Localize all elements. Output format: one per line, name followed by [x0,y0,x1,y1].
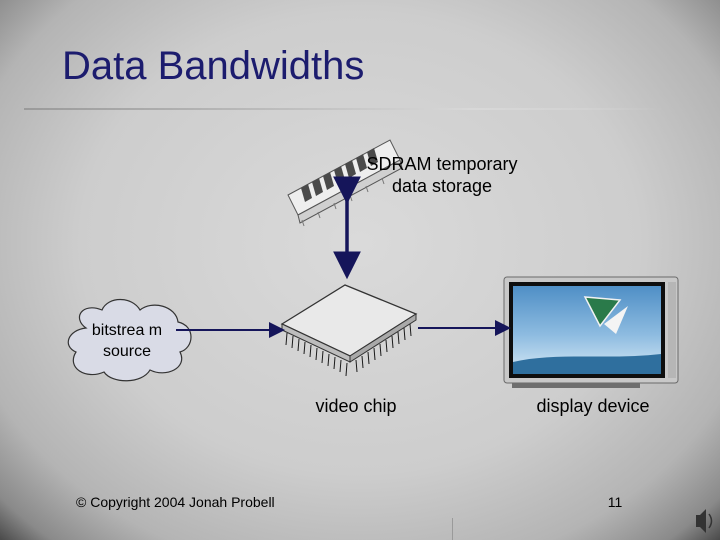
display-label: display device [536,396,650,416]
copyright-footer: © Copyright 2004 Jonah Probell [76,494,275,510]
page-number: 11 [607,494,623,510]
chip-icon [280,284,418,377]
sdram-label: SDRAM temporary data storage [366,154,518,196]
speaker-icon[interactable] [696,509,713,533]
title-underline [24,108,664,110]
cloud-icon [67,298,192,382]
source-label: bitstrea m source [91,322,163,360]
chip-label: video chip [315,396,397,416]
monitor-icon [503,276,679,388]
slide-title: Data Bandwidths [62,44,365,88]
footer-divider [452,518,453,540]
